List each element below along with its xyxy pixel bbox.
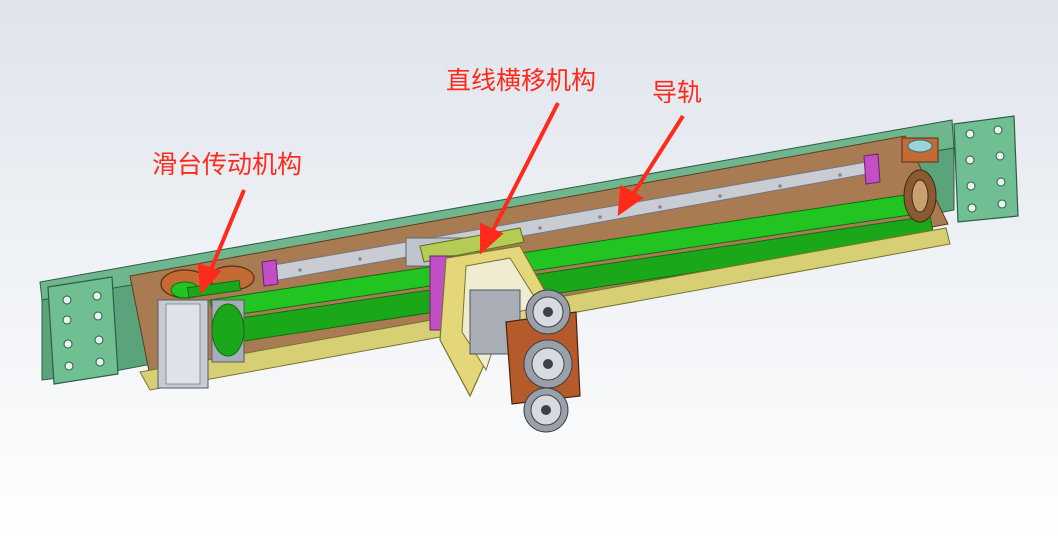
callout-arrows [197, 102, 685, 295]
right-end-plate-holes [965, 125, 1007, 213]
label-slide-drive: 滑台传动机构 [152, 150, 303, 179]
gear-lower [523, 387, 569, 433]
gear-upper [525, 289, 571, 335]
arrow-guide-rail [630, 114, 685, 198]
left-end-plate [47, 276, 119, 385]
label-linear-traverse: 直线横移机构 [446, 66, 597, 95]
left-end-plate-holes [62, 291, 105, 371]
arrow-slide-drive [208, 189, 246, 273]
gear-middle [523, 339, 573, 389]
arrow-linear-traverse [490, 102, 560, 233]
label-guide-rail: 导轨 [652, 78, 703, 107]
rail-end-stop-right [863, 153, 881, 185]
right-end-plate [953, 115, 1019, 223]
rail-end-stop-left [261, 259, 279, 287]
